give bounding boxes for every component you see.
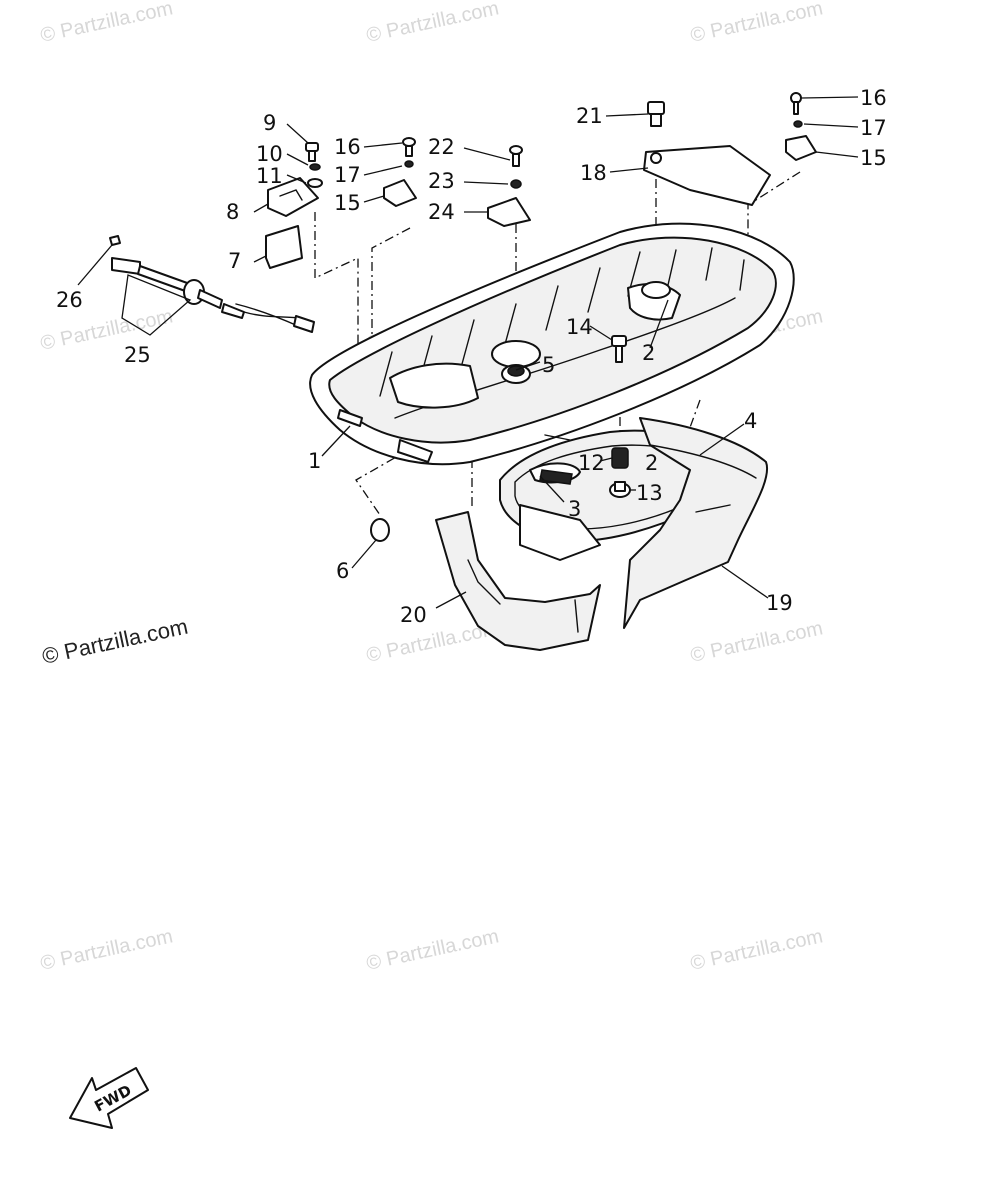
callout-7: 7 [228,249,241,273]
callout-9: 9 [263,111,276,135]
callout-6: 6 [336,559,349,583]
callout-22: 22 [428,135,455,159]
leader-lines [77,96,859,609]
watermark: © Partzilla.com [38,0,174,47]
watermark: © Partzilla.com [688,925,824,975]
watermark: © Partzilla.com [364,925,500,975]
clip-assembly-22-24 [487,145,531,227]
callout-15: 15 [334,191,361,215]
callout-4: 4 [744,409,757,433]
callout-16: 16 [334,135,361,159]
callout-21: 21 [576,104,603,128]
callout-18: 18 [580,161,607,185]
watermark: © Partzilla.com [364,0,500,47]
clip-assembly-left [265,142,323,269]
watermark: © Partzilla.com [688,0,824,47]
apron-front [435,511,601,651]
callout-12: 12 [578,451,605,475]
callout-13: 13 [636,481,663,505]
fwd-arrow-icon [69,1067,149,1129]
fwd-indicator: FWD [69,1067,149,1129]
callout-16: 16 [860,86,887,110]
callout-5: 5 [542,353,555,377]
clip-assembly-right [785,92,817,161]
callout-24: 24 [428,200,455,224]
callout-2: 2 [645,451,658,475]
bolt [647,101,665,127]
cap [370,518,390,542]
apron [623,417,769,629]
watermark: © Partzilla.com [38,925,174,975]
callout-17: 17 [334,163,361,187]
watermark-primary: © Partzilla.com [40,614,190,669]
cable-assembly [109,235,315,333]
callout-11: 11 [256,164,283,188]
callout-3: 3 [568,497,581,521]
callout-19: 19 [766,591,793,615]
callout-14: 14 [566,315,593,339]
cover-plate [643,145,771,206]
callout-10: 10 [256,142,283,166]
callout-8: 8 [226,200,239,224]
watermark: © Partzilla.com [688,617,824,667]
bottom-cowling [309,222,795,466]
clip-assembly-center [383,137,417,207]
callout-17: 17 [860,116,887,140]
callout-2: 2 [642,341,655,365]
callout-15: 15 [860,146,887,170]
watermark: © Partzilla.com [38,305,174,355]
callout-1: 1 [308,449,321,473]
callout-20: 20 [400,603,427,627]
grommet [501,364,531,384]
callout-labels: 9 10 11 8 7 16 17 15 22 23 24 21 18 16 1… [56,86,887,627]
bolt [611,335,627,363]
callout-25: 25 [124,343,151,367]
callout-26: 26 [56,288,83,312]
callout-23: 23 [428,169,455,193]
